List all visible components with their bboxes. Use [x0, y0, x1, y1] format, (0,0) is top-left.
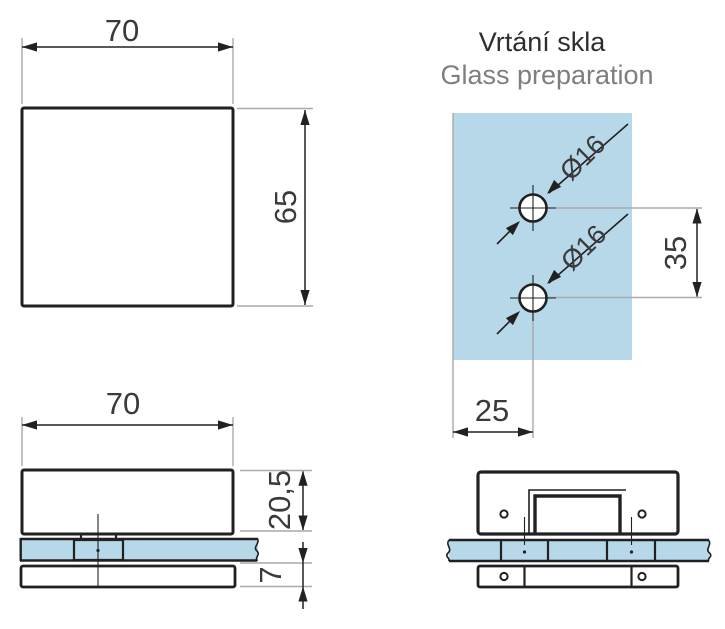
glass-break-edge — [254, 537, 260, 562]
side-width-value: 70 — [106, 386, 140, 421]
hole-spacing-value: 35 — [658, 236, 693, 270]
arrowhead — [298, 586, 308, 602]
glass-break-edge — [707, 539, 712, 562]
front-width-dimension: 70 — [21, 13, 234, 104]
arrowhead — [298, 548, 308, 563]
arrowhead — [298, 470, 308, 486]
assembly-body — [476, 470, 680, 545]
arrowhead — [453, 427, 468, 437]
arrowhead — [300, 110, 310, 125]
arrowhead — [692, 208, 702, 224]
center-mark — [629, 550, 634, 554]
side-plate-outline — [19, 564, 237, 589]
edge-distance-dimension: 25 — [453, 393, 533, 437]
arrowhead — [547, 269, 562, 284]
arrowhead — [22, 42, 37, 52]
view-title-cs: Vrtání skla — [479, 27, 607, 57]
arrowhead — [218, 420, 233, 430]
arrowhead — [300, 290, 310, 305]
arrowhead — [22, 420, 37, 430]
hole-top — [510, 185, 556, 231]
side-view: 70 20,5 — [19, 386, 312, 609]
front-width-value: 70 — [105, 13, 139, 48]
arrowhead — [547, 179, 562, 194]
view-title-en: Glass preparation — [440, 60, 653, 90]
arrowhead — [692, 282, 702, 297]
glass-strip — [21, 538, 258, 561]
assembly-view — [445, 470, 712, 589]
front-view: 70 65 — [20, 13, 313, 308]
glass-preparation-view: Vrtání skla Glass preparation Ø16 — [440, 27, 702, 438]
window-inner-edge — [533, 494, 622, 534]
plate-thickness-dimension: 7 — [240, 542, 312, 609]
screw-head — [499, 509, 509, 519]
glass-strip — [449, 539, 709, 562]
edge-distance-value: 25 — [475, 393, 509, 428]
body-height-value: 20,5 — [262, 470, 297, 530]
arrowhead — [298, 515, 308, 531]
assembly-body-outline — [476, 470, 680, 536]
center-mark — [522, 550, 527, 554]
front-body-outline — [20, 106, 235, 308]
front-height-value: 65 — [268, 190, 303, 224]
arrowhead — [518, 427, 533, 437]
hole-bottom — [510, 275, 556, 321]
screw-head — [637, 509, 647, 519]
assembly-plate — [476, 564, 680, 589]
hole-spacing-dimension: 35 — [658, 208, 702, 297]
glass-strip-side — [19, 537, 260, 562]
plate-thickness-value: 7 — [253, 566, 288, 583]
clamp-insert — [72, 514, 125, 586]
screw-head — [637, 571, 647, 582]
arrowhead — [505, 221, 520, 236]
glass-break-edge — [445, 539, 451, 562]
side-body-outline — [20, 468, 235, 536]
body-height-dimension: 20,5 — [240, 469, 312, 532]
arrowhead — [218, 42, 233, 52]
glass-strip-assembly — [445, 538, 712, 563]
front-height-dimension: 65 — [237, 107, 313, 307]
assembly-plate-outline — [476, 564, 680, 589]
screw-head — [499, 571, 509, 582]
leader-line — [548, 213, 629, 284]
window-outer-edge — [528, 489, 626, 534]
arrowhead — [505, 311, 520, 326]
leader-line — [548, 123, 629, 194]
side-width-dimension: 70 — [21, 386, 234, 466]
